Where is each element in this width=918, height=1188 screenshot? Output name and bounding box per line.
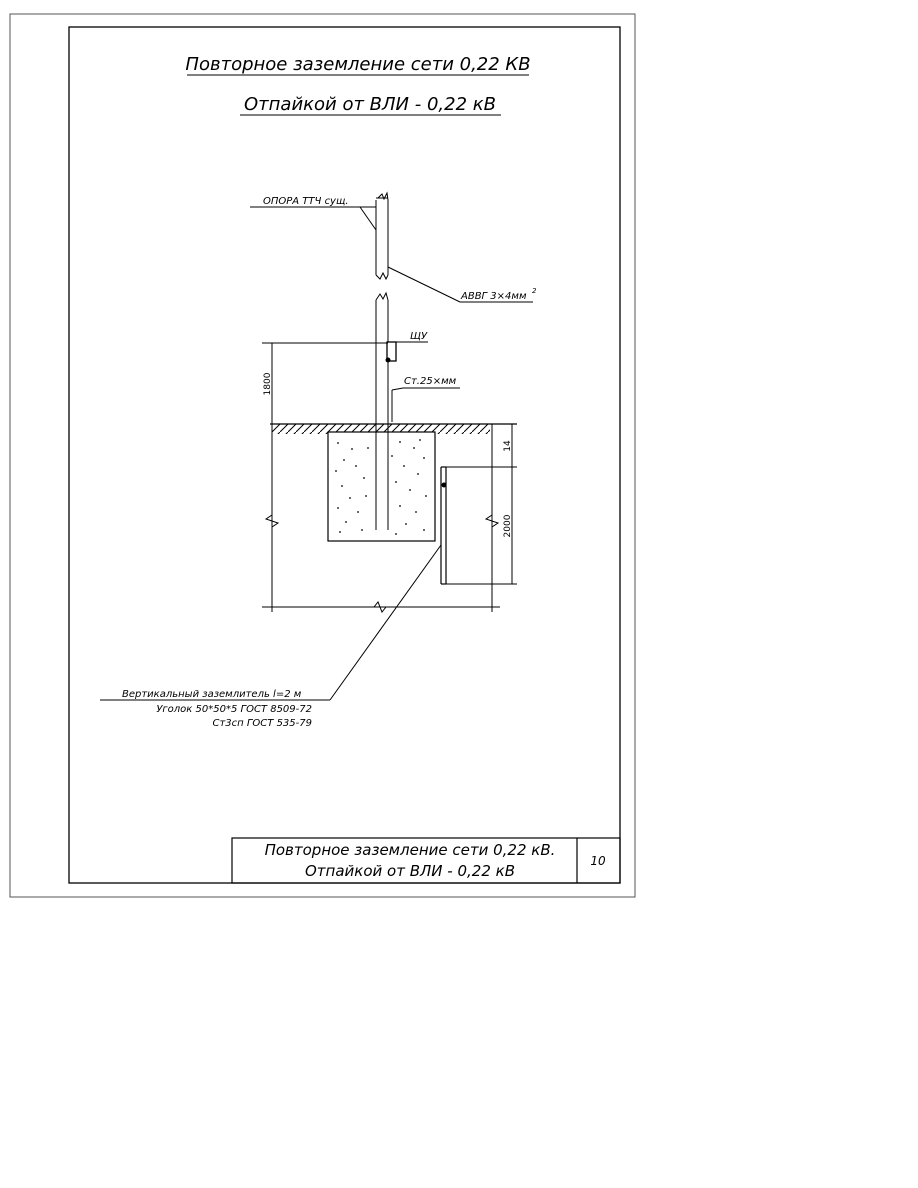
electrode-label-1: Вертикальный заземлитель l=2 м (122, 689, 302, 700)
strip-label: Ст.25×мм (404, 376, 457, 387)
strip-leader (391, 387, 404, 391)
electrode-label-3: Ст3сп ГОСТ 535-79 (212, 718, 312, 729)
sheet-number: 10 (590, 854, 606, 868)
break-mark-bottom (373, 601, 387, 613)
pole-label: ОПОРА ТТЧ сущ. (263, 196, 349, 207)
electrode-label-2: Уголок 50*50*5 ГОСТ 8509-72 (156, 704, 312, 715)
drawing-title-line2: Отпайкой от ВЛИ - 0,22 кВ (244, 94, 496, 115)
ground-hatch (272, 424, 490, 434)
dim-14-value: 14 (503, 440, 513, 452)
cable-label: АВВГ 3×4мм (460, 291, 527, 302)
title-block-line1: Повторное заземление сети 0,22 кВ. (265, 841, 556, 859)
cable-leader (387, 266, 461, 303)
break-mark-right (484, 514, 500, 528)
cable-label-superscript: 2 (532, 287, 537, 295)
title-block (231, 837, 621, 884)
title-block-line2: Отпайкой от ВЛИ - 0,22 кВ (305, 862, 515, 880)
sheet-outer-border (9, 13, 636, 898)
concrete-speckle (335, 439, 427, 535)
drawing-title-line1: Повторное заземление сети 0,22 КВ (185, 54, 530, 75)
dim-2000-value: 2000 (503, 514, 513, 537)
break-mark-left (264, 514, 280, 528)
box-label: ЩУ (410, 331, 428, 342)
box-connection-dot (385, 357, 391, 363)
electrode-leader (329, 544, 442, 701)
concrete-foundation (327, 431, 436, 542)
distribution-box (386, 341, 397, 362)
electrode-connection-dot (441, 482, 447, 488)
dim-1800-value: 1800 (263, 372, 273, 395)
pole-in-foundation (375, 432, 389, 530)
